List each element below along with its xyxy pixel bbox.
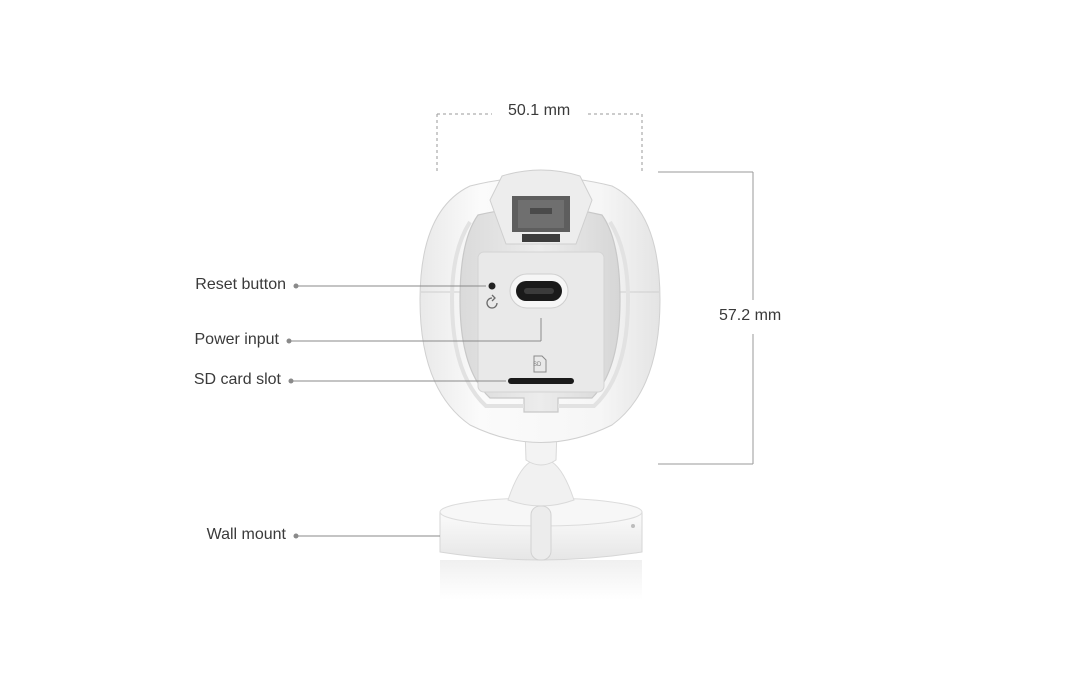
callout-dots bbox=[286, 283, 299, 539]
dot-wall-mount bbox=[293, 533, 299, 539]
height-dimension-lines bbox=[658, 171, 754, 465]
height-dimension-label: 57.2 mm bbox=[713, 307, 788, 325]
cavity-rim bbox=[449, 220, 524, 408]
dot-reset-button bbox=[293, 283, 299, 289]
usb-c-tongue bbox=[524, 288, 554, 294]
callout-label-sd-card-slot: SD card slot bbox=[193, 371, 281, 388]
reset-icon bbox=[486, 294, 498, 309]
flap-clip bbox=[522, 234, 560, 242]
sd-marking: SD bbox=[533, 362, 542, 368]
sd-card-icon bbox=[533, 355, 547, 373]
callout-label-power-input: Power input bbox=[194, 331, 280, 348]
dot-power-input bbox=[286, 338, 292, 344]
dot-sd-card-slot bbox=[288, 378, 294, 384]
width-dimension-lines bbox=[436, 113, 643, 172]
mount-screw-hole bbox=[631, 524, 635, 528]
callout-label-reset-button: Reset button bbox=[195, 276, 286, 293]
base-reflection bbox=[440, 560, 642, 600]
mount-neck bbox=[507, 461, 575, 507]
callout-label-wall-mount: Wall mount bbox=[206, 526, 286, 543]
mount-slot bbox=[530, 505, 552, 561]
cavity-rim-right bbox=[558, 220, 631, 408]
sd-card-slot-opening bbox=[508, 378, 574, 384]
width-dimension-label: 50.1 mm bbox=[502, 102, 577, 120]
flap-latch bbox=[530, 208, 552, 214]
callout-leaders bbox=[289, 285, 542, 537]
reset-button-hole bbox=[488, 282, 496, 290]
